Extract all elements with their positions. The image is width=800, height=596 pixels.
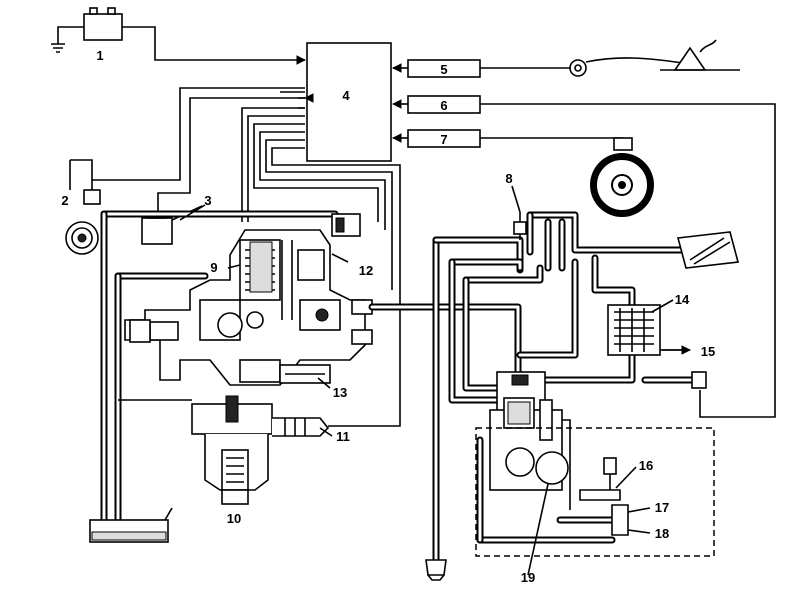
label-10: 10: [227, 511, 241, 526]
label-leaders: [179, 185, 690, 576]
label-11: 11: [336, 429, 350, 444]
intercooler: [607, 304, 691, 356]
label-17: 17: [655, 500, 669, 515]
label-6: 6: [440, 98, 447, 113]
sensor-box-6: [392, 95, 776, 418]
exhaust-outlet: [425, 559, 447, 581]
flywheel-icon: [590, 153, 654, 217]
label-1: 1: [96, 48, 103, 63]
label-18: 18: [655, 526, 669, 541]
engine-block: [489, 371, 569, 491]
temperature-sensor-2: [65, 87, 305, 255]
sensor-box-5: [392, 39, 740, 78]
intake-system: [432, 211, 707, 564]
label-12: 12: [359, 263, 373, 278]
air-filter: [676, 231, 740, 269]
label-9: 9: [210, 260, 217, 275]
sensor-box-7: [392, 129, 633, 151]
label-14: 14: [675, 292, 690, 307]
label-2: 2: [61, 193, 68, 208]
fuel-tank: [89, 507, 173, 543]
ecu-box: [306, 42, 392, 162]
label-15: 15: [701, 344, 715, 359]
label-8: 8: [505, 171, 512, 186]
label-13: 13: [333, 385, 347, 400]
wiring-harness: [157, 93, 401, 427]
fuel-filter: [118, 395, 330, 505]
vacuum-control-area: [475, 419, 715, 557]
label-7: 7: [440, 132, 447, 147]
injection-pump: [124, 213, 392, 386]
battery-icon: [51, 7, 306, 65]
label-3: 3: [204, 193, 211, 208]
label-5: 5: [440, 62, 447, 77]
label-4: 4: [342, 88, 350, 103]
label-16: 16: [639, 458, 653, 473]
injector-line: [368, 303, 522, 379]
label-19: 19: [521, 570, 535, 585]
